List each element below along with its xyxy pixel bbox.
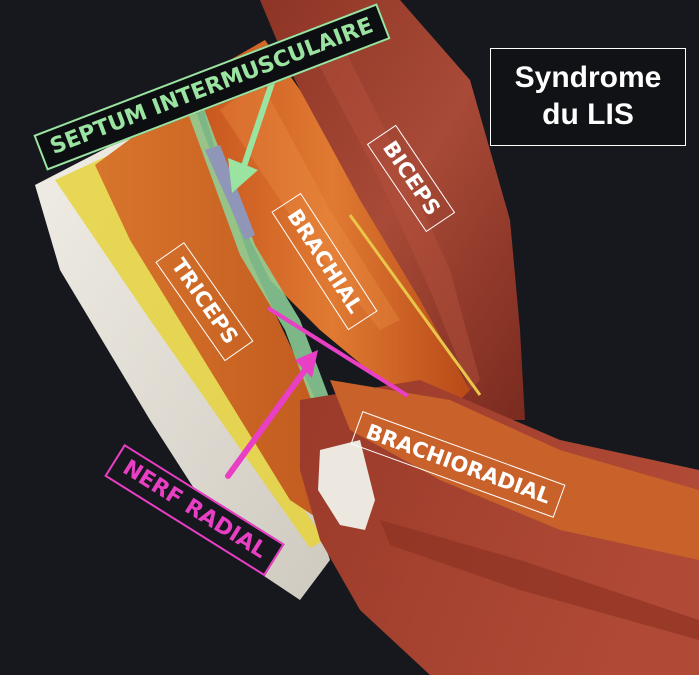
title-box: Syndrome du LIS bbox=[490, 48, 686, 146]
brachioradial-muscle bbox=[330, 380, 699, 560]
radial-nerve-line bbox=[266, 306, 410, 398]
fat-strip bbox=[55, 150, 325, 548]
title-line-1: Syndrome bbox=[514, 61, 662, 95]
biceps-muscle bbox=[260, 0, 525, 420]
title-line-2: du LIS bbox=[542, 98, 634, 131]
nerve-arrow bbox=[225, 367, 308, 479]
brachial-muscle bbox=[195, 40, 470, 420]
epicondyle bbox=[318, 440, 375, 530]
